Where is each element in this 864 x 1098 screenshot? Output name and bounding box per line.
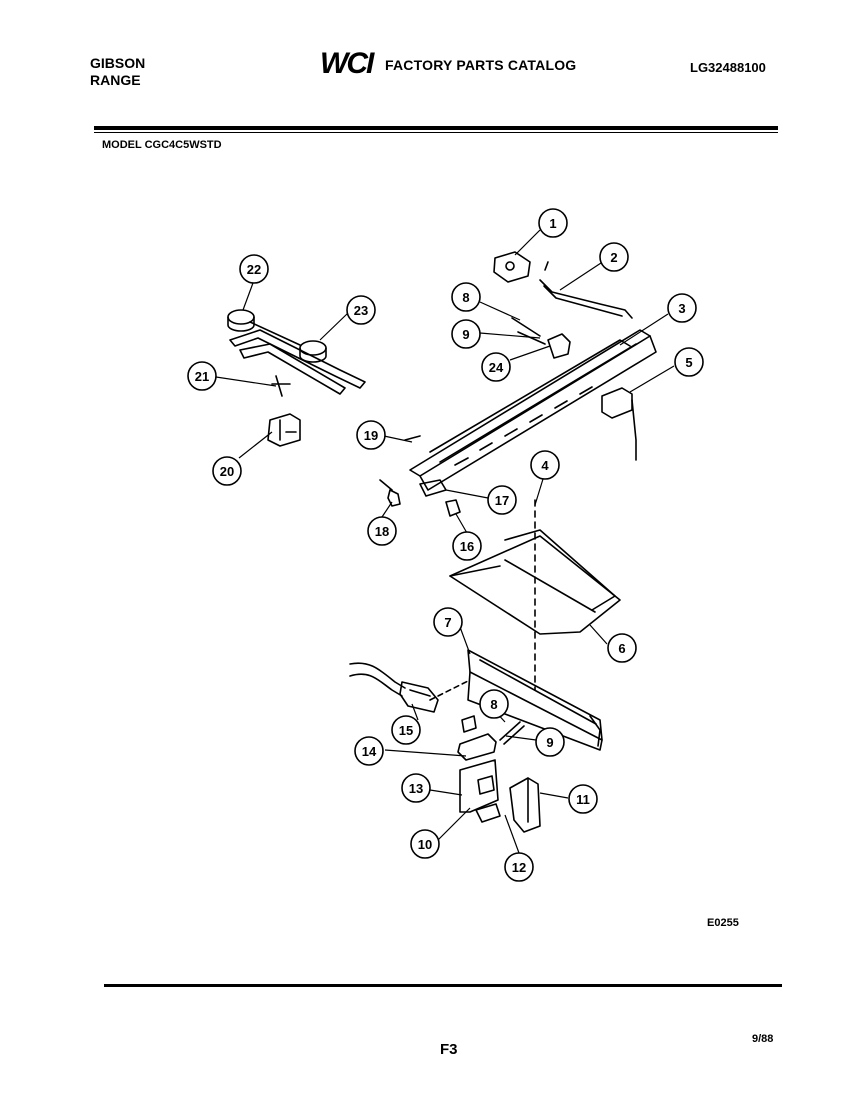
callout-6-number: 6	[618, 641, 625, 656]
callout-4: 4	[530, 450, 560, 480]
callout-8-number: 8	[462, 290, 469, 305]
catalog-number: LG32488100	[690, 60, 766, 75]
callout-13: 13	[401, 773, 431, 803]
callout-22: 22	[239, 254, 269, 284]
spark-module-5	[601, 387, 637, 461]
catalog-title: FACTORY PARTS CATALOG	[385, 57, 577, 73]
callout-21-number: 21	[195, 369, 209, 384]
brand-block: GIBSON RANGE	[90, 56, 145, 90]
callout-11-number: 11	[576, 792, 590, 807]
callout-12-number: 12	[512, 860, 526, 875]
manifold-tube	[409, 329, 657, 491]
igniter-assembly	[349, 662, 471, 713]
valve-bracket-left	[267, 375, 301, 447]
callout-9-number: 9	[462, 327, 469, 342]
callout-17: 17	[487, 485, 517, 515]
callout-18-number: 18	[375, 524, 389, 539]
callout-3: 3	[667, 293, 697, 323]
callout-22-number: 22	[247, 262, 261, 277]
callout-16-number: 16	[460, 539, 474, 554]
product-type: RANGE	[90, 72, 141, 88]
callout-10: 10	[410, 829, 440, 859]
regulator-assembly	[493, 251, 633, 319]
lower-burner-tube	[467, 649, 603, 751]
callout-2: 2	[599, 242, 629, 272]
footer-rule	[104, 984, 782, 987]
header-rule-thin	[94, 132, 778, 133]
callout-21: 21	[187, 361, 217, 391]
callout-14-number: 14	[362, 744, 377, 759]
callout-8-lower: 8	[479, 689, 509, 719]
callout-4-number: 4	[541, 458, 549, 473]
callout-23-number: 23	[354, 303, 368, 318]
callout-9-top: 9	[451, 319, 481, 349]
burner-assembly-left	[227, 309, 366, 395]
lower-valve-assembly	[457, 715, 541, 833]
callout-7-number: 7	[444, 615, 451, 630]
callout-15-number: 15	[399, 723, 413, 738]
broiler-shield	[449, 529, 621, 635]
callout-9b-number: 9	[546, 735, 553, 750]
svg-text:WCI: WCI	[320, 47, 375, 77]
callout-3-number: 3	[678, 301, 685, 316]
callout-2-number: 2	[610, 250, 617, 265]
callout-13-number: 13	[409, 781, 423, 796]
brand-name: GIBSON	[90, 55, 146, 71]
orifice-holder	[511, 317, 571, 359]
callout-8-top: 8	[451, 282, 481, 312]
catalog-date: 9/88	[752, 1033, 774, 1045]
header-rule	[94, 126, 778, 130]
callout-20-number: 20	[220, 464, 234, 479]
callout-1-number: 1	[549, 216, 556, 231]
callout-19: 19	[356, 420, 386, 450]
callout-15: 15	[391, 715, 421, 745]
callout-1: 1	[538, 208, 568, 238]
callout-19-number: 19	[364, 428, 378, 443]
callout-11: 11	[568, 784, 598, 814]
callout-14: 14	[354, 736, 384, 766]
callout-24-number: 24	[489, 360, 504, 375]
callout-9-lower: 9	[535, 727, 565, 757]
diagram-id: E0255	[707, 917, 739, 929]
wci-logo: WCI	[318, 47, 382, 82]
callout-18: 18	[367, 516, 397, 546]
callout-5: 5	[674, 347, 704, 377]
callout-23: 23	[346, 295, 376, 325]
model-number: MODEL CGC4C5WSTD	[102, 139, 222, 151]
callout-8b-number: 8	[490, 697, 497, 712]
leader-lines	[215, 229, 675, 854]
callout-24: 24	[481, 352, 511, 382]
callout-6: 6	[607, 633, 637, 663]
callout-17-number: 17	[495, 493, 509, 508]
callout-5-number: 5	[685, 355, 692, 370]
callout-12: 12	[504, 852, 534, 882]
callout-20: 20	[212, 456, 242, 486]
callout-10-number: 10	[418, 837, 432, 852]
callout-16: 16	[452, 531, 482, 561]
callout-7: 7	[433, 607, 463, 637]
page-number: F3	[440, 1041, 458, 1058]
